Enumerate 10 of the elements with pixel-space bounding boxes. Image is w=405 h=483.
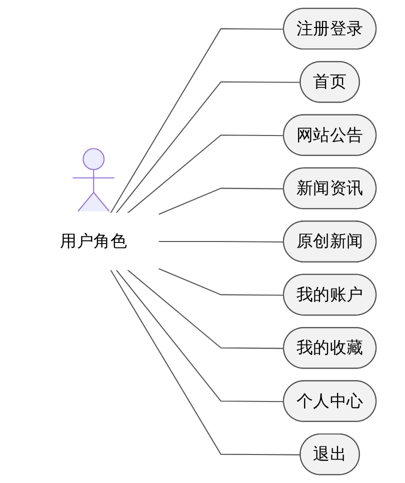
node-text: 用户角色: [60, 231, 128, 251]
connector: [110, 28, 284, 214]
connector: [158, 240, 284, 243]
connector: [116, 269, 284, 402]
connector: [116, 81, 301, 214]
connector: [126, 269, 284, 349]
connector: [158, 188, 284, 215]
connector: [110, 269, 301, 456]
connector: [158, 268, 284, 296]
connector: [126, 134, 284, 214]
